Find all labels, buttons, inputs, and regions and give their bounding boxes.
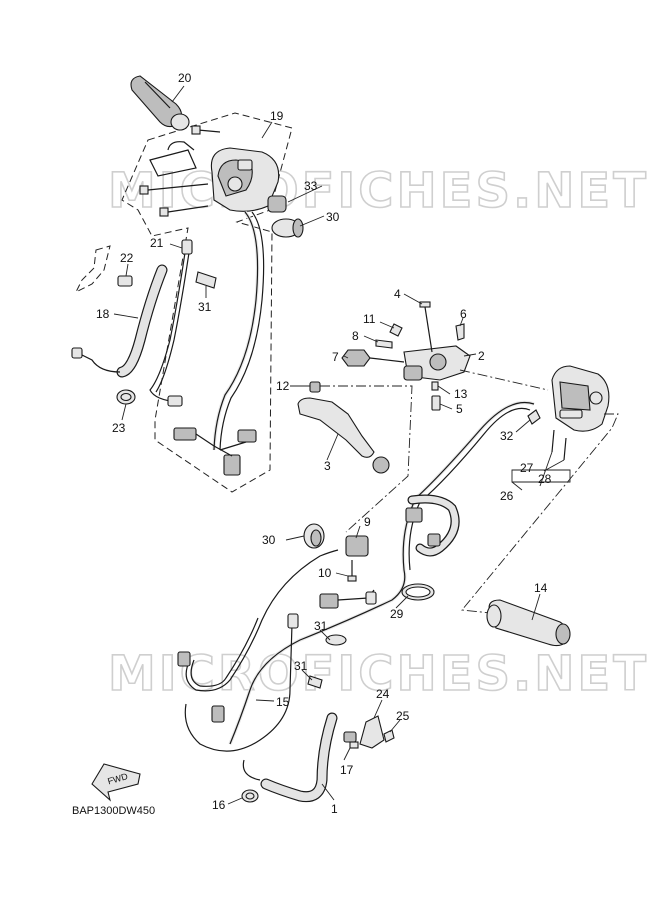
callout-7: 7 — [332, 350, 339, 364]
part-24-bracket — [359, 715, 385, 749]
left-switch-assembly-outline — [121, 112, 293, 493]
callout-8: 8 — [352, 329, 359, 343]
assembly-line-grip — [461, 413, 619, 615]
right-harness-bundle — [405, 494, 460, 557]
part-8-pin — [375, 339, 393, 349]
leader-lines — [113, 85, 565, 805]
callout-22: 22 — [120, 251, 134, 265]
callout-9: 9 — [364, 515, 371, 529]
part-27-28-screws — [551, 429, 567, 461]
forward-direction-arrow: FWD — [91, 763, 141, 802]
callout-19: 19 — [270, 109, 284, 123]
callout-labels: 20 19 33 30 21 22 18 31 23 4 11 6 8 2 7 … — [96, 71, 552, 816]
callout-30-upper: 30 — [326, 210, 340, 224]
part-7-nut — [341, 349, 405, 367]
callout-3: 3 — [324, 459, 331, 473]
callout-31-lower: 31 — [294, 659, 308, 673]
callout-31-middle: 31 — [314, 619, 328, 633]
part-30-collar-lower — [303, 523, 325, 549]
callout-10: 10 — [318, 566, 332, 580]
callout-17: 17 — [340, 763, 354, 777]
callout-23: 23 — [112, 421, 126, 435]
part-11-screw — [389, 323, 403, 337]
callout-2: 2 — [478, 349, 485, 363]
right-switch-harness — [229, 401, 535, 745]
main-harness-15 — [185, 549, 339, 692]
callout-20: 20 — [178, 71, 192, 85]
part-6-screw — [455, 323, 465, 341]
callout-25: 25 — [396, 709, 410, 723]
callout-1: 1 — [331, 802, 338, 816]
callout-6: 6 — [460, 307, 467, 321]
sub-harness — [149, 245, 187, 403]
left-switch-screws — [139, 125, 221, 217]
part-10-screw — [347, 560, 357, 582]
part-25-screw — [383, 729, 395, 743]
assembly-line-switch — [459, 369, 549, 391]
assembly-line-lever — [320, 385, 413, 533]
watermark-top: MICROFICHES.NET — [108, 163, 649, 219]
left-bracket — [74, 245, 133, 294]
part-26-bracket-line — [511, 469, 571, 483]
callout-24: 24 — [376, 687, 390, 701]
callout-12: 12 — [276, 379, 290, 393]
callout-18: 18 — [96, 307, 110, 321]
callout-15: 15 — [276, 695, 290, 709]
callout-28: 28 — [538, 472, 552, 486]
left-hose-clamp — [116, 389, 136, 405]
part-29-clamp — [401, 583, 435, 601]
callout-27: 27 — [520, 461, 534, 475]
callout-13: 13 — [454, 387, 468, 401]
right-grip — [486, 599, 571, 647]
callout-21: 21 — [150, 236, 164, 250]
callout-5: 5 — [456, 402, 463, 416]
callout-26: 26 — [500, 489, 514, 503]
callout-30-lower: 30 — [262, 533, 276, 547]
part-17-connector — [343, 731, 359, 749]
part-4-bolt — [419, 301, 433, 353]
part-33-bushing — [267, 195, 287, 213]
lever-holder — [403, 345, 471, 381]
left-harness-connectors — [173, 427, 257, 476]
callout-33: 33 — [304, 179, 318, 193]
part-13-spring — [431, 381, 439, 391]
callout-29: 29 — [390, 607, 404, 621]
left-handlebar-switch — [210, 147, 280, 212]
part-31-upper — [195, 271, 217, 289]
part-16-clamp — [241, 789, 259, 803]
callout-31-upper: 31 — [198, 300, 212, 314]
brake-lever — [297, 397, 390, 474]
callout-4: 4 — [394, 287, 401, 301]
callout-32: 32 — [500, 429, 514, 443]
part-5-spring — [431, 395, 441, 411]
right-handlebar-switch — [551, 365, 610, 432]
part-9-relay — [345, 535, 369, 557]
left-grip — [130, 75, 190, 131]
right-harness-connectors — [319, 589, 377, 609]
watermark-bottom: MICROFICHES.NET — [108, 646, 649, 702]
callout-16: 16 — [212, 798, 226, 812]
diagram-code: BAP1300DW450 — [72, 805, 155, 817]
callout-14: 14 — [534, 581, 548, 595]
part-30-collar-upper — [271, 218, 304, 238]
callout-11: 11 — [363, 312, 376, 326]
part-12-pin — [309, 381, 321, 393]
part-32-bolt — [527, 409, 541, 425]
